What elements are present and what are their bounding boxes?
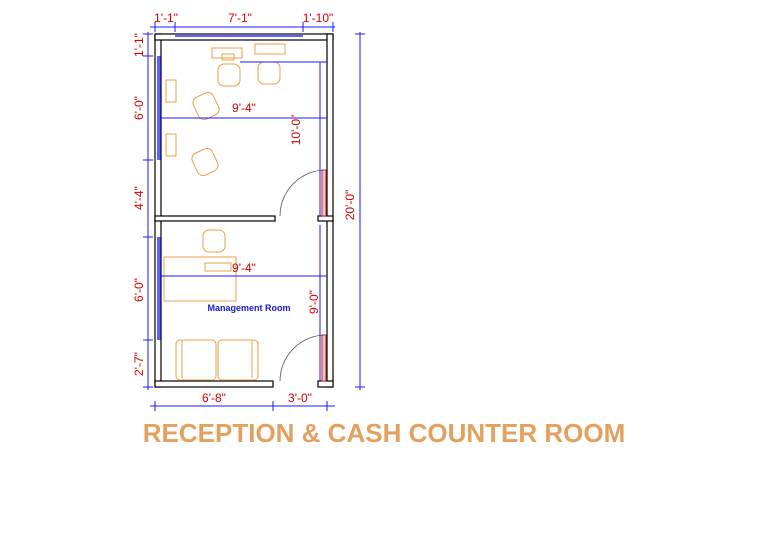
desk-top-2	[254, 43, 286, 55]
manager-chair	[202, 229, 226, 253]
partition-wall-right	[317, 215, 334, 222]
top-wall	[154, 33, 334, 41]
dim-overall-height: 20'-0"	[343, 190, 357, 221]
dim-top-middle: 7'-1"	[228, 11, 252, 25]
dim-bottom-left: 6'-8"	[202, 391, 226, 405]
bottom-wall-left	[154, 380, 274, 388]
dim-inner-width-upper: 9'-4"	[232, 101, 256, 115]
dim-lower-room-height: 9'-0"	[307, 290, 321, 314]
desk-top-monitor	[221, 53, 235, 61]
chair-1	[217, 63, 241, 87]
side-desk-2	[165, 133, 177, 157]
doors	[279, 169, 327, 382]
manager-desk	[163, 256, 237, 302]
dim-left-1: 1'-1"	[132, 33, 146, 57]
right-wall	[326, 33, 334, 388]
dimension-lines	[143, 22, 365, 411]
desk-top-1	[211, 47, 243, 59]
dim-bottom-right: 3'-0"	[288, 391, 312, 405]
dim-left-5: 2'-7"	[132, 352, 146, 376]
dim-top-right: 1'-10"	[303, 11, 334, 25]
furniture-upper	[165, 43, 286, 177]
dim-upper-room-height: 10'-0"	[289, 115, 303, 146]
drawing-title: RECEPTION & CASH COUNTER ROOM	[142, 418, 626, 448]
room-label: Management Room	[207, 303, 290, 313]
sofa-right	[217, 339, 259, 381]
dim-left-4: 6'-0"	[132, 278, 146, 302]
manager-desk-items	[204, 262, 232, 272]
dim-left-3: 4'-4"	[132, 186, 146, 210]
dimension-texts: 1'-1" 7'-1" 1'-10" 1'-1" 6'-0" 4'-4" 6'-…	[132, 11, 357, 405]
door-upper-leaf	[321, 169, 327, 217]
furniture-lower	[163, 229, 259, 381]
partition-wall	[154, 215, 276, 222]
bottom-wall-right	[317, 380, 334, 388]
sofa-left	[175, 339, 217, 381]
dim-top-left: 1'-1"	[154, 11, 178, 25]
door-lower-swing	[279, 334, 327, 382]
windows	[157, 35, 303, 340]
door-lower-leaf	[321, 334, 327, 382]
door-upper-swing	[279, 169, 327, 217]
chair-4	[191, 147, 219, 177]
walls	[154, 33, 334, 388]
dim-left-2: 6'-0"	[132, 96, 146, 120]
chair-2	[257, 61, 281, 85]
dim-inner-width-lower: 9'-4"	[232, 261, 256, 275]
side-desk-1	[165, 79, 177, 103]
chair-3	[192, 91, 220, 121]
